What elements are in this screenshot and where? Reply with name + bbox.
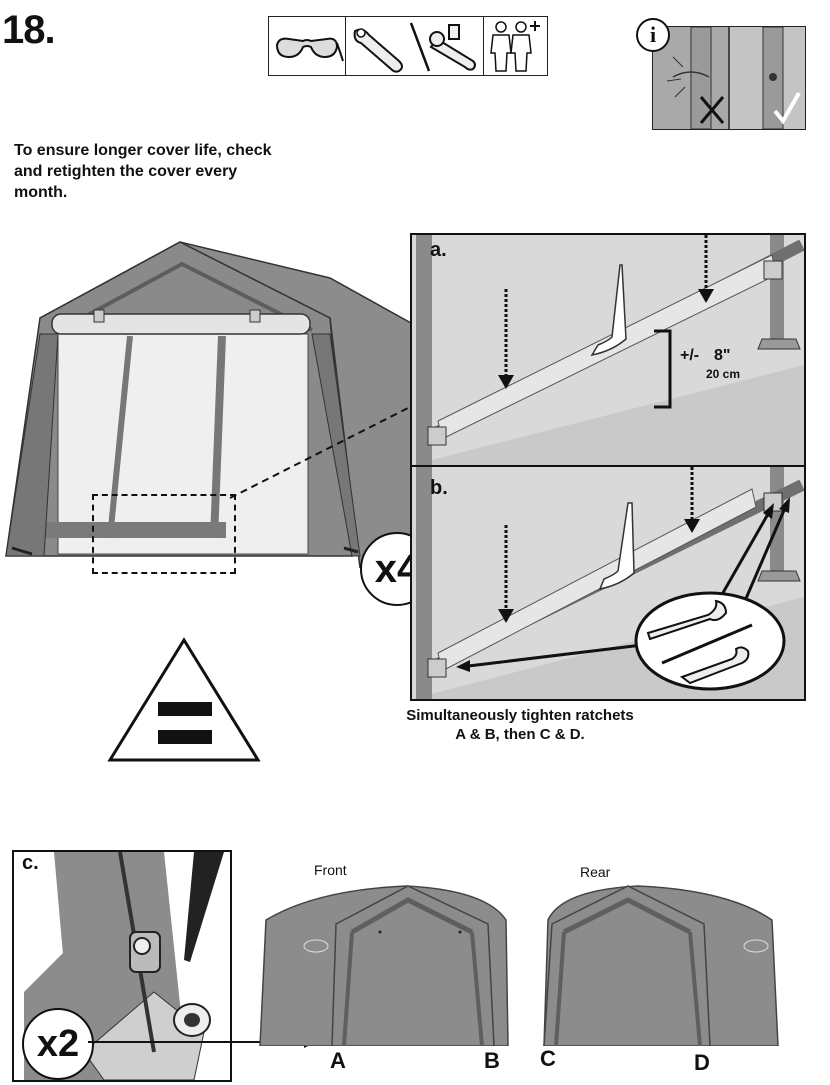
ratchet-b-label: B (484, 1048, 500, 1073)
measure-inches: 8" (714, 347, 731, 364)
two-person-icon (483, 17, 545, 75)
ratchet-c-label: C (540, 1046, 556, 1071)
tighten-caption: Simultaneously tighten ratchets A & B, t… (380, 706, 660, 744)
multiplier-x2-badge: x2 (22, 1008, 94, 1080)
measure-centimeters: 20 cm (706, 367, 741, 381)
shed-front-view (256, 880, 512, 1046)
multiplier-x2-text: x2 (36, 1022, 80, 1065)
safety-glasses-icon (269, 17, 346, 75)
rear-label: Rear (580, 864, 611, 880)
wrench-tools-cell (345, 17, 484, 75)
ratchet-a-label: A (330, 1048, 346, 1073)
hand-icon-b (598, 502, 635, 591)
step-number: 18. (2, 8, 56, 52)
maintenance-note: To ensure longer cover life, check and r… (14, 142, 272, 201)
caption-line-2: A & B, then C & D. (455, 726, 585, 743)
panel-a: a. +/- 8" 20 cm (410, 233, 806, 467)
measure-sign: +/- (680, 347, 700, 364)
adjustable-wrench-icon (353, 28, 403, 73)
ratchet-wrench-icon (429, 24, 476, 71)
caption-line-1: Simultaneously tighten ratchets (406, 707, 634, 724)
adjustable-wrench-icon-b (646, 599, 728, 641)
warning-triangle-icon (106, 636, 262, 764)
panel-a-label: a. (430, 239, 447, 261)
panel-b-label: b. (430, 477, 448, 499)
wrong-x-icon (699, 96, 725, 124)
ratchet-d-label: D (694, 1050, 710, 1075)
correct-check-icon (773, 92, 801, 125)
ratchet-wrench-icon-b (679, 646, 750, 685)
hand-icon (590, 264, 627, 357)
info-comparison-box (652, 26, 806, 130)
callout-region (92, 494, 236, 574)
tools-required-box (268, 16, 548, 76)
info-symbol: i (649, 22, 657, 47)
info-icon: i (636, 18, 670, 52)
callout-leader (229, 405, 413, 499)
front-label: Front (314, 862, 347, 878)
shed-rear-view (538, 880, 782, 1046)
panel-c-label: c. (22, 852, 39, 874)
panel-b: b. (410, 465, 806, 701)
